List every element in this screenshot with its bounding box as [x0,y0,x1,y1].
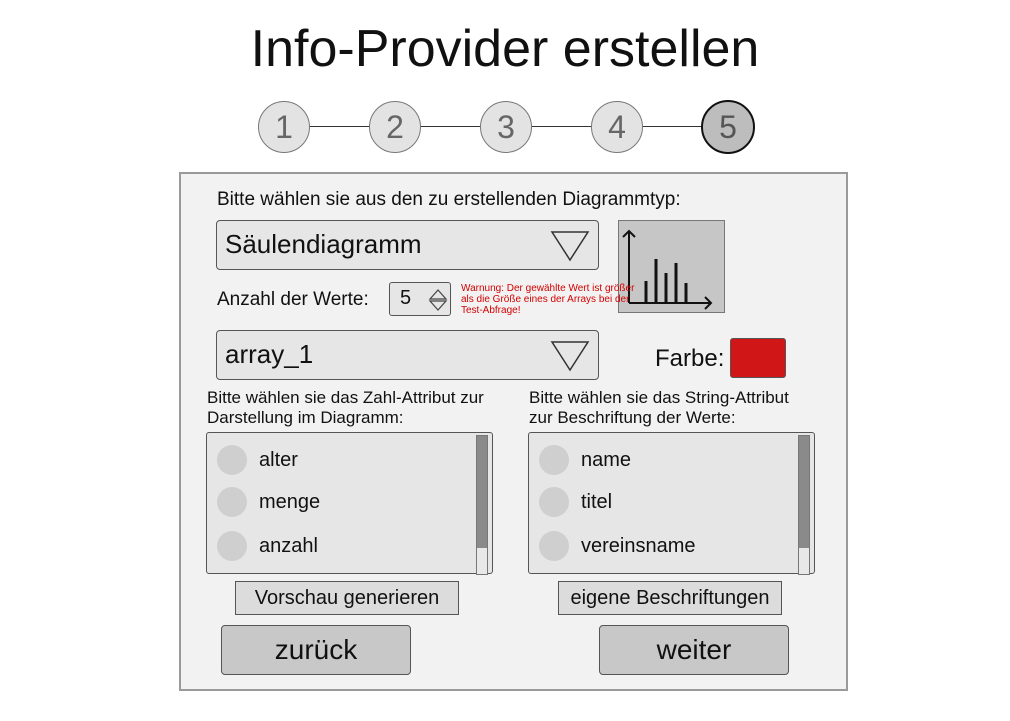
number-attr-prompt-line1: Bitte wählen sie das Zahl-Attribut zur [207,388,484,407]
radio-button[interactable] [539,445,569,475]
chart-type-dropdown[interactable]: Säulendiagramm [216,220,599,270]
spinner-arrows-icon[interactable] [428,288,448,312]
array-value: array_1 [225,339,314,369]
list-item[interactable]: menge [217,485,320,519]
step-connector [310,126,370,127]
number-attr-prompt-line2: Darstellung im Diagramm: [207,408,404,427]
radio-button[interactable] [217,445,247,475]
list-item[interactable]: alter [217,443,298,477]
count-stepper[interactable]: 5 [389,282,451,316]
chart-type-preview [618,220,725,313]
back-button[interactable]: zurück [221,625,411,675]
number-attr-prompt: Bitte wählen sie das Zahl-Attribut zur D… [207,388,484,428]
list-item[interactable]: vereinsname [539,529,696,563]
chart-type-value: Säulendiagramm [225,229,422,259]
step-5-current[interactable]: 5 [701,100,755,154]
option-label: menge [259,490,321,513]
scrollbar-thumb[interactable] [799,436,809,548]
page-title: Info-Provider erstellen [250,20,760,78]
list-item[interactable]: name [539,443,631,477]
number-attr-list[interactable]: alter menge anzahl [206,432,493,575]
list-item[interactable]: titel [539,485,612,519]
list-item[interactable]: anzahl [217,529,318,563]
count-value: 5 [400,287,412,309]
warning-message: Warnung: Der gewählte Wert ist größer al… [461,283,635,316]
chevron-down-icon [550,231,590,262]
color-picker[interactable] [730,338,786,378]
count-label: Anzahl der Werte: [217,289,369,310]
color-label: Farbe: [655,345,725,372]
radio-button[interactable] [217,531,247,561]
bar-chart-icon [622,229,713,310]
step-1[interactable]: 1 [258,101,310,153]
option-label: titel [581,490,613,513]
radio-button[interactable] [217,487,247,517]
custom-labels-button[interactable]: eigene Beschriftungen [558,581,782,615]
string-attr-list[interactable]: name titel vereinsname [528,432,815,575]
next-button[interactable]: weiter [599,625,789,675]
option-label: name [581,448,632,471]
scrollbar[interactable] [798,435,810,575]
string-attr-prompt-line2: zur Beschriftung der Werte: [529,408,736,427]
radio-button[interactable] [539,531,569,561]
step-2[interactable]: 2 [369,101,421,153]
step-connector [643,126,703,127]
option-label: vereinsname [581,534,696,557]
option-label: anzahl [259,534,318,557]
generate-preview-button[interactable]: Vorschau generieren [235,581,459,615]
scrollbar-thumb[interactable] [477,436,487,548]
array-dropdown[interactable]: array_1 [216,330,599,380]
step-connector [421,126,481,127]
string-attr-prompt-line1: Bitte wählen sie das String-Attribut [529,388,789,407]
option-label: alter [259,448,298,471]
string-attr-prompt: Bitte wählen sie das String-Attribut zur… [529,388,789,428]
chevron-down-icon [550,341,590,372]
step-4[interactable]: 4 [591,101,643,153]
radio-button[interactable] [539,487,569,517]
step-3[interactable]: 3 [480,101,532,153]
chart-type-prompt: Bitte wählen sie aus den zu erstellenden… [217,189,681,210]
scrollbar[interactable] [476,435,488,575]
step-connector [532,126,592,127]
